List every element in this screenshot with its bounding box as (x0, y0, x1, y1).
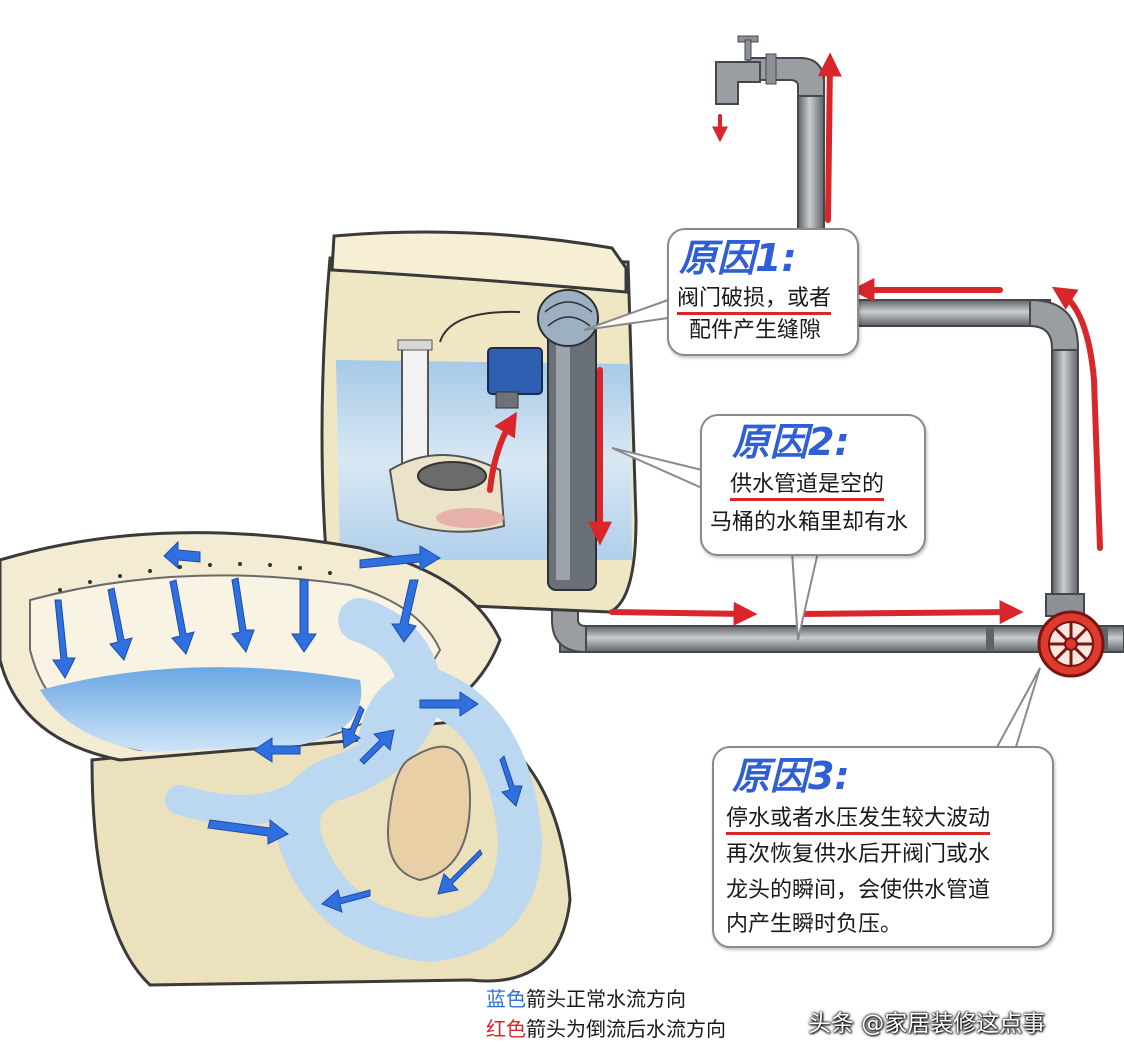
red-arrow (1051, 286, 1103, 551)
tank-lid (330, 230, 628, 294)
blue-arrow (231, 577, 255, 654)
reason-2-line-1: 供水管道是空的 (730, 472, 885, 501)
blue-arrow (321, 889, 371, 913)
faucet-spout (715, 61, 761, 105)
normal-flow-arrows (52, 540, 523, 913)
reason-2-callout: 原因2: 供水管道是空的 马桶的水箱里却有水 (700, 414, 926, 556)
blue-arrow (207, 818, 289, 845)
red-arrow (487, 411, 517, 493)
blue-arrow (359, 545, 441, 571)
legend-blue-text: 箭头正常水流方向 (526, 987, 686, 1011)
flush-mechanism (487, 347, 543, 395)
rim-jet-holes (58, 562, 332, 592)
blue-arrow (341, 705, 365, 749)
faucet-valve-body (765, 53, 777, 85)
reason-1-line-2: 配件产生缝隙 (689, 318, 822, 343)
toilet (0, 230, 638, 987)
red-arrow (609, 601, 758, 626)
reason-3-callout: 原因3: 停水或者水压发生较大波动 再次恢复供水后开阀门或水 龙头的瞬间，会使供… (712, 746, 1054, 948)
float-ball (537, 289, 599, 347)
reason-3-line-4: 内产生瞬时负压。 (726, 912, 903, 937)
trap-inner-wall (387, 745, 472, 882)
legend-red-word: 红色 (486, 1017, 526, 1041)
blue-arrow (163, 540, 201, 570)
legend-red: 红色箭头为倒流后水流方向 (486, 1014, 726, 1044)
blue-arrow (437, 849, 483, 895)
red-arrow (817, 52, 842, 223)
legend-red-text: 箭头为倒流后水流方向 (526, 1017, 726, 1041)
flow-legend: 蓝色箭头正常水流方向 红色箭头为倒流后水流方向 (486, 984, 726, 1044)
right-vertical-pipe (1051, 349, 1079, 611)
faucet-stem (744, 39, 752, 61)
reason-3-line-3: 龙头的瞬间，会使供水管道 (726, 878, 991, 903)
reason-3-line-1: 停水或者水压发生较大波动 (726, 806, 991, 835)
blue-arrow (169, 579, 195, 655)
backflow-arrows (487, 52, 1103, 626)
reason-1-line-1: 阀门破损，或者 (677, 286, 832, 315)
blue-arrow (253, 737, 301, 763)
fill-valve-column (547, 319, 597, 591)
legend-blue-word: 蓝色 (486, 987, 526, 1011)
legend-blue: 蓝色箭头正常水流方向 (486, 984, 726, 1014)
reason-2-line-2: 马桶的水箱里却有水 (710, 510, 909, 535)
supply-elbow (551, 599, 587, 654)
source-watermark: 头条 @家居装修这点事 (808, 1011, 1046, 1037)
blue-arrow (52, 599, 76, 679)
reason-3-title: 原因3: (732, 754, 850, 798)
reason-1-title: 原因1: (679, 236, 797, 280)
blue-arrow (291, 579, 317, 653)
red-arrow (797, 600, 1024, 625)
pipe-joint (986, 628, 994, 650)
callout-pointers (583, 299, 1041, 761)
bowl-water (40, 667, 362, 752)
reason-1-callout: 原因1: 阀门破损，或者 配件产生缝隙 (667, 228, 859, 356)
blue-arrow (419, 691, 479, 717)
reason-3-line-2: 再次恢复供水后开阀门或水 (726, 842, 991, 867)
supply-pipe (559, 625, 1124, 653)
shutoff-valve (1037, 593, 1105, 678)
blue-arrow (499, 755, 523, 807)
blue-arrow (107, 587, 133, 661)
blue-arrow (359, 729, 395, 765)
water-pipes (551, 35, 1124, 678)
blue-arrow (391, 579, 419, 643)
reason-2-title: 原因2: (732, 420, 850, 464)
